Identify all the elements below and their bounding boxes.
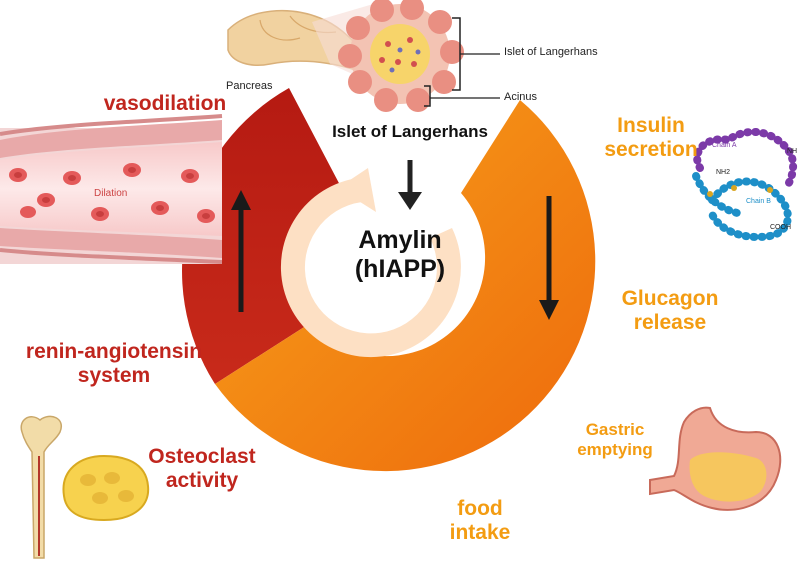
glucagon-line1: Glucagon: [621, 287, 719, 310]
increase-arrow: [231, 190, 251, 210]
down-arrow: [398, 192, 422, 210]
nh2-label: NH2: [716, 169, 731, 176]
insulin-secretion-label: Insulin secretion: [596, 114, 706, 162]
chain-a-label: Chain A: [712, 142, 737, 149]
stomach-illustration: [649, 406, 782, 511]
bone-illustration: [20, 415, 63, 559]
islet-title: Islet of Langerhans: [332, 122, 488, 141]
renin-line1: renin-angiotensin: [25, 340, 203, 363]
islet-illustration: [338, 0, 500, 112]
vasodilation-label: vasodilation: [103, 92, 227, 115]
acinus-callout: Acinus: [504, 91, 538, 103]
amylin-line1: Amylin: [358, 226, 442, 254]
gastric-emptying-label: Gastric emptying: [560, 420, 670, 459]
decrease-segment: [215, 100, 596, 472]
osteo-line1: Osteoclast: [148, 445, 256, 468]
insulin-line1: Insulin: [617, 114, 685, 137]
food-line2: intake: [449, 521, 511, 545]
osteo-line2: activity: [165, 469, 239, 493]
islet-callout: Islet of Langerhans: [504, 46, 598, 58]
amylin-line2: (hIAPP): [354, 254, 446, 283]
renin-line2: system: [77, 364, 151, 388]
glucagon-line2: release: [633, 311, 707, 335]
insulin-line2: secretion: [604, 138, 698, 162]
renin-angiotensin-label: renin-angiotensin system: [4, 340, 224, 388]
osteoclast-label: Osteoclast activity: [140, 445, 264, 493]
cooh-label: COOH: [770, 224, 791, 231]
pancreas-label: Pancreas: [226, 80, 273, 92]
chain-b-label: Chain B: [746, 198, 771, 205]
gastric-line2: emptying: [577, 439, 653, 459]
decrease-arrow: [539, 300, 559, 320]
insulin-chain-illustration: [692, 127, 797, 241]
food-line1: food: [457, 497, 503, 520]
cycle-arrowhead: [338, 168, 376, 212]
osteoclast-illustration: [62, 454, 150, 522]
blood-vessel-illustration: [0, 114, 223, 264]
glucagon-release-label: Glucagon release: [610, 287, 730, 335]
nh-label: NH: [787, 148, 798, 155]
gastric-line1: Gastric: [585, 420, 645, 439]
dilation-label: Dilation: [94, 188, 128, 199]
amylin-label: Amylin (hIAPP): [340, 226, 460, 284]
food-intake-label: food intake: [430, 497, 530, 545]
